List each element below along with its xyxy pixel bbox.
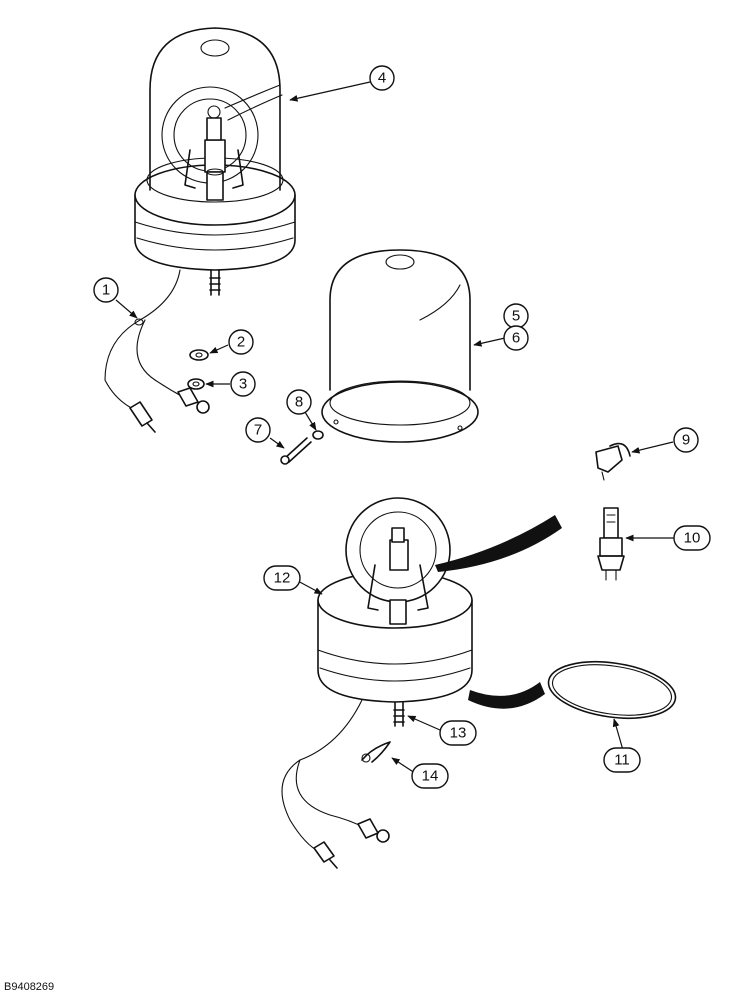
figure-id: B9408269 [4,981,54,993]
svg-text:10: 10 [684,530,701,547]
callout-6: 6 [503,325,529,351]
svg-text:6: 6 [512,330,520,347]
callout-4: 4 [369,65,395,91]
beacon-base-assembly [281,497,562,869]
svg-text:13: 13 [450,725,467,742]
callout-3: 3 [230,371,256,397]
callout-8: 8 [286,389,312,415]
callout-11: 11 [603,747,641,773]
callout-13: 13 [439,720,477,746]
callout-12: 12 [263,565,301,591]
svg-text:14: 14 [422,768,439,785]
callout-2: 2 [228,329,254,355]
halogen-bulb [597,507,625,581]
svg-text:5: 5 [512,308,520,325]
svg-text:8: 8 [295,394,303,411]
svg-text:2: 2 [237,334,245,351]
callout-9: 9 [673,427,699,453]
svg-text:3: 3 [239,376,247,393]
hairpin-cotter [361,741,391,763]
callout-5: 5 [503,303,529,329]
gasket-ring [547,661,677,719]
beacon-assembly-top [104,27,296,433]
bulb-clip [595,442,631,481]
callout-14: 14 [411,763,449,789]
callout-1: 1 [93,277,119,303]
svg-text:7: 7 [254,422,262,439]
svg-text:12: 12 [274,570,291,587]
svg-text:9: 9 [682,432,690,449]
callout-7: 7 [245,417,271,443]
dome-lens [321,249,479,443]
svg-text:1: 1 [102,282,110,299]
leader-lines [115,81,674,776]
screw [280,437,312,465]
lock-washer [189,349,209,361]
callout-10: 10 [673,525,711,551]
svg-text:4: 4 [378,70,386,87]
svg-text:11: 11 [614,752,630,769]
washer [312,430,324,440]
nut [187,378,205,390]
